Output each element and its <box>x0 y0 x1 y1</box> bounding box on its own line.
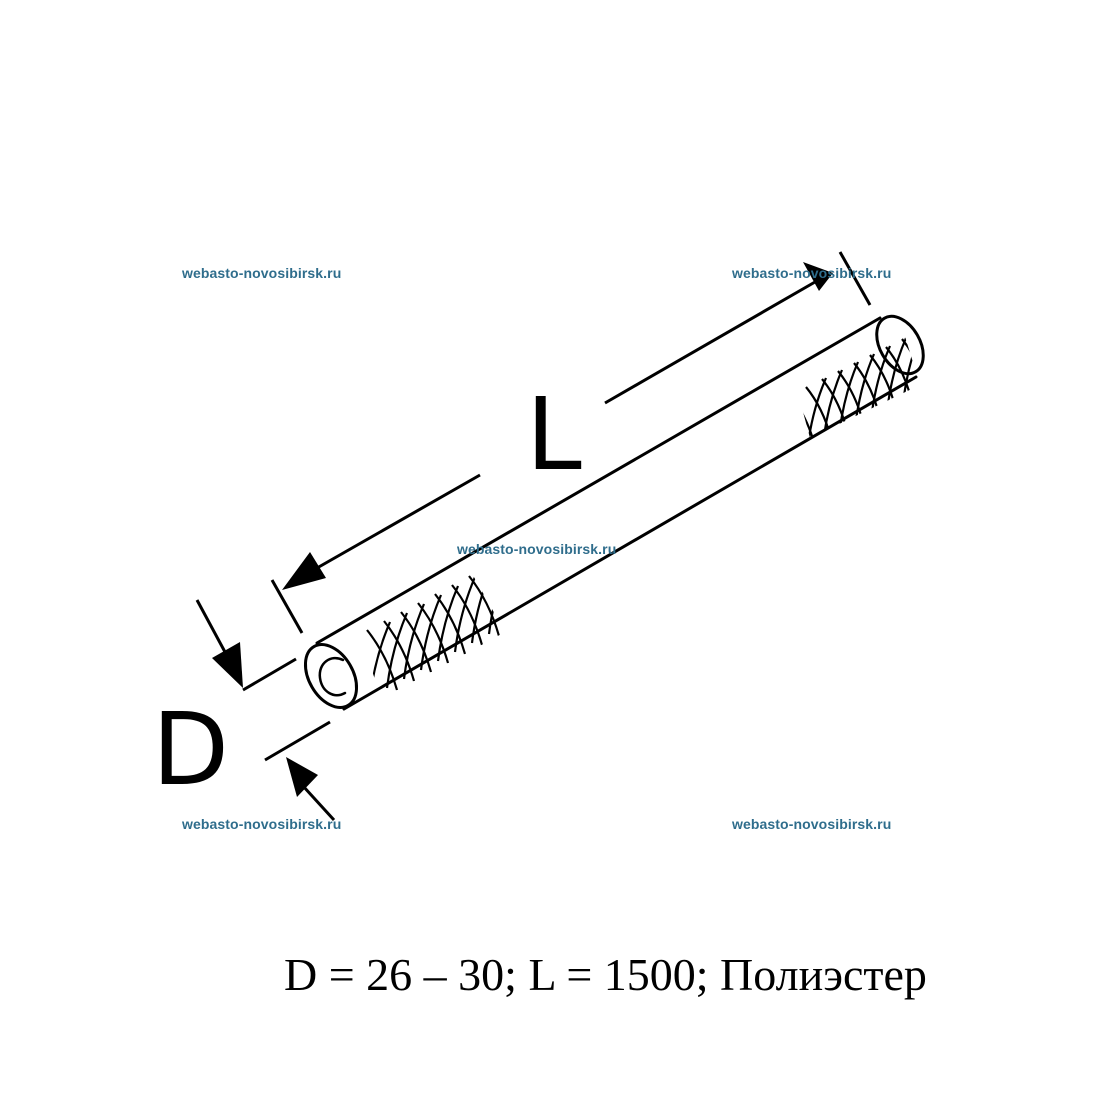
hose-top-edge <box>315 316 882 645</box>
hose-tube <box>303 314 925 711</box>
watermark-bottom-left: webasto-novosibirsk.ru <box>182 816 342 832</box>
length-line-right <box>604 280 816 405</box>
diameter-arrow-top <box>212 642 243 688</box>
hose-bottom-edge <box>342 375 918 711</box>
watermark-center: webasto-novosibirsk.ru <box>457 541 617 557</box>
diameter-dimension <box>195 599 336 822</box>
length-arrow-left <box>282 552 326 590</box>
length-extension-near <box>270 579 304 634</box>
diameter-extension-bottom <box>264 720 331 762</box>
length-extension-far <box>838 251 872 306</box>
watermark-bottom-right: webasto-novosibirsk.ru <box>732 816 892 832</box>
diameter-leader-top <box>195 599 227 653</box>
length-arrow-right <box>803 262 833 291</box>
diameter-extension-top <box>242 657 297 692</box>
hose-far-end <box>875 314 925 376</box>
braid-far <box>795 330 920 438</box>
watermark-top-left: webasto-novosibirsk.ru <box>182 265 342 281</box>
diameter-leader-bottom <box>301 784 336 822</box>
watermark-top-right: webasto-novosibirsk.ru <box>732 265 892 281</box>
length-line-left <box>309 473 481 574</box>
braid-near <box>358 570 505 700</box>
length-dimension <box>270 251 872 634</box>
specification-caption: D = 26 – 30; L = 1500; Полиэстер <box>284 949 927 1000</box>
hose-near-end-inner <box>318 656 347 697</box>
hose-near-end-outer <box>303 643 359 709</box>
diameter-arrow-bottom <box>286 757 318 797</box>
length-label: L <box>526 376 582 493</box>
diameter-label: D <box>152 691 230 808</box>
